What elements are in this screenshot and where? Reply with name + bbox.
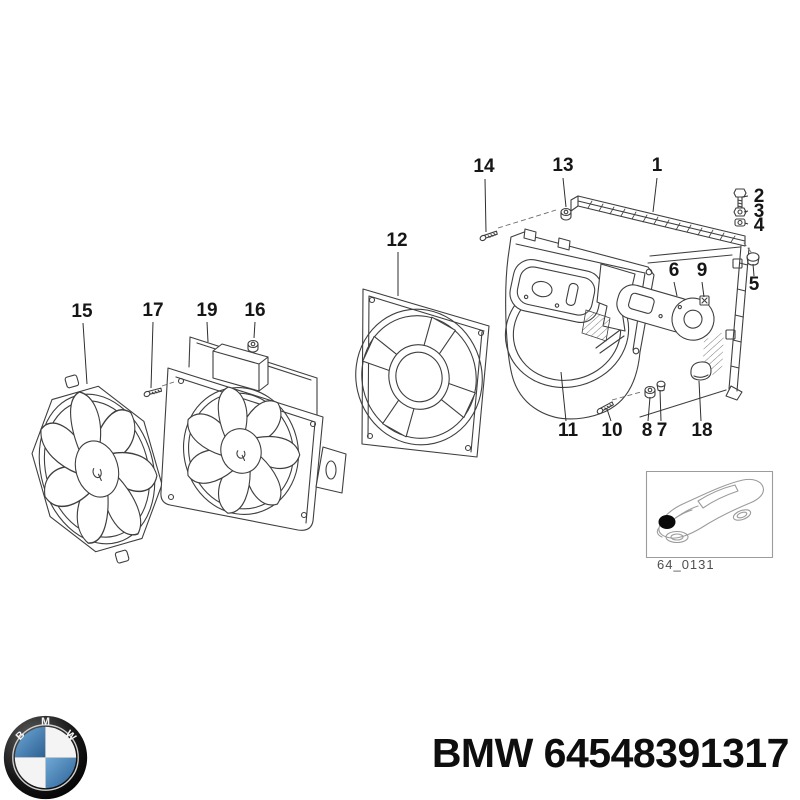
part-19-motor-box [212,343,269,392]
part-12-grille-opening [342,297,495,458]
nut-3 [733,207,747,217]
callout-label-2: 2 [754,186,765,207]
bmw-roundel-logo: B M W [3,716,88,800]
callout-label-7: 7 [657,420,668,441]
exploded-parts-diagram: 1 2 3 4 5 6 7 8 9 10 11 12 13 14 15 16 1… [0,155,774,579]
cap-18 [690,361,712,381]
screw-17 [142,384,163,401]
callout-label-4: 4 [754,215,765,236]
callout-label-10: 10 [601,420,622,441]
nut-13 [560,207,572,221]
callout-label-12: 12 [386,230,407,251]
callout-label-1: 1 [652,155,663,176]
car-location-inset: 64_0131 [645,470,774,572]
part-number-text: BMW 64548391317 [431,730,790,776]
nut-16 [247,339,259,353]
callout-labels: 1 2 3 4 5 6 7 8 9 10 11 12 13 14 15 16 1… [71,155,764,441]
part-6-bracket-drawing [595,284,715,354]
callout-label-17: 17 [142,300,163,321]
callout-label-14: 14 [473,156,495,177]
roundel-letter-m: M [41,716,50,728]
callout-label-15: 15 [71,301,93,322]
part-19-mount-ear [315,446,347,494]
bolt-7 [656,380,666,392]
car-outline [656,478,764,544]
part-location-dot-icon [658,515,676,529]
callout-label-18: 18 [691,420,712,441]
screw-14 [478,227,499,245]
callout-label-19: 19 [196,300,217,321]
bolt-2 [733,188,747,209]
callout-label-13: 13 [552,155,573,176]
part-1-trim-strip-drawing [570,195,746,247]
callout-label-3: 3 [754,201,765,222]
part-19-fan [165,369,315,528]
leader-lines [82,177,755,422]
washer-4 [734,218,746,227]
callout-label-11: 11 [558,420,579,441]
hardware-parts [142,188,760,417]
callout-label-9: 9 [697,260,708,281]
part-15-fan-drawing [13,360,181,579]
callout-label-6: 6 [669,260,680,281]
clip-9 [699,295,710,306]
part-11-fan-housing-drawing [494,228,655,420]
nut-8 [644,385,656,399]
callout-label-16: 16 [244,300,265,321]
part-11-boss [509,259,603,323]
part-12-shroud-drawing [342,288,495,458]
inset-frame [645,470,774,559]
grommet-5 [743,242,760,266]
callout-label-8: 8 [642,420,653,441]
part-19-fan-shroud-assembly-drawing [160,336,347,531]
callout-label-5: 5 [749,274,760,295]
inset-caption: 64_0131 [657,557,715,572]
